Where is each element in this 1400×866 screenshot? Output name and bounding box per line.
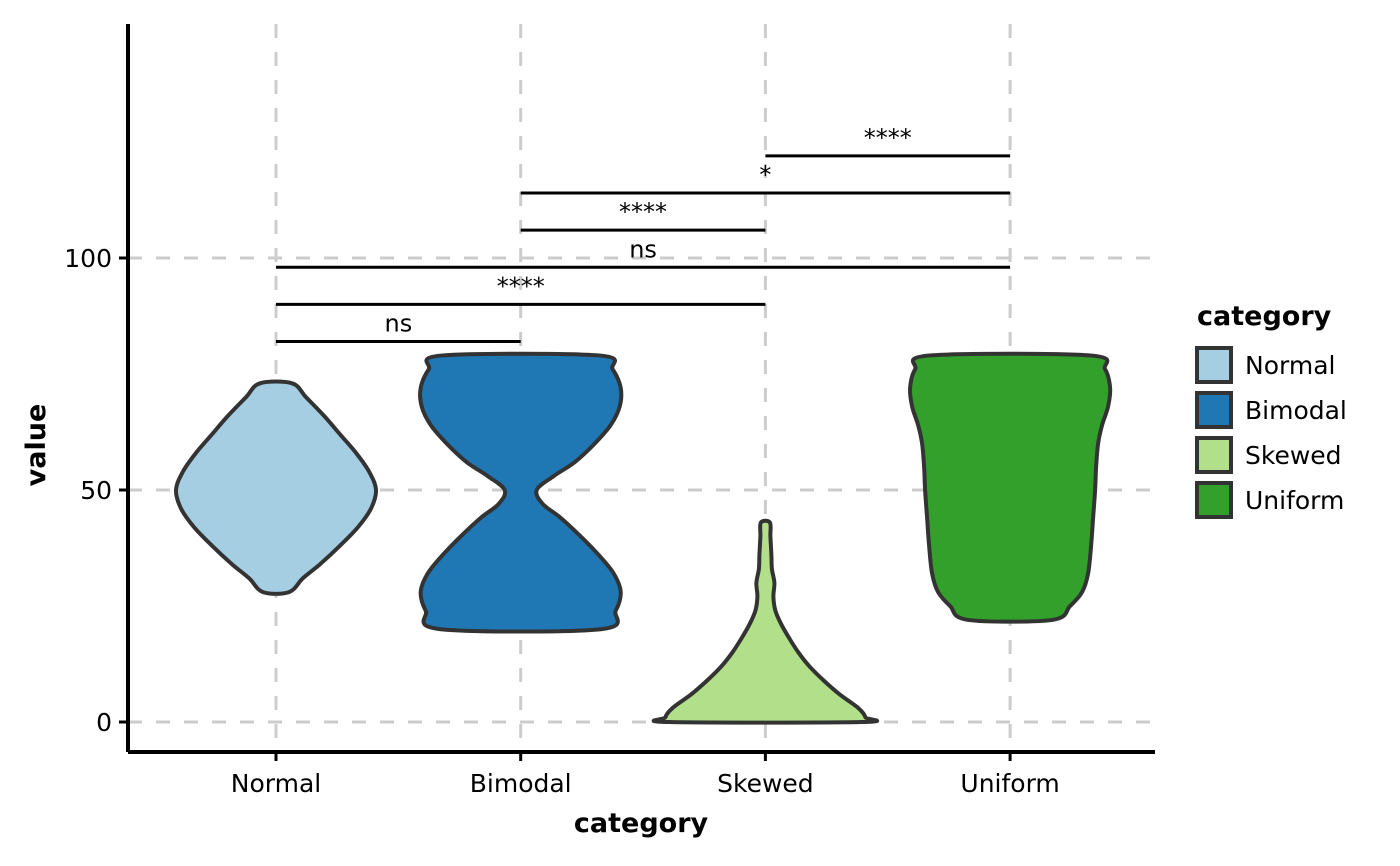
x-tick-label-uniform: Uniform (960, 769, 1059, 798)
axis-spines-group (126, 24, 1155, 754)
x-tick-label-normal: Normal (231, 769, 321, 798)
sig-bracket-label-bimodal-uniform: * (759, 161, 771, 189)
sig-bracket-bimodal-skewed: **** (520, 198, 766, 232)
sig-bracket-normal-skewed: **** (276, 272, 766, 306)
legend-swatch-bimodal[interactable] (1195, 391, 1233, 429)
axis-titles-group: value category (21, 404, 709, 839)
sig-bracket-skewed-uniform: **** (765, 124, 1011, 158)
legend-swatch-skewed[interactable] (1195, 436, 1233, 474)
sig-bracket-label-bimodal-skewed: **** (619, 198, 667, 226)
y-axis-title: value (21, 404, 52, 487)
legend-title: category (1197, 301, 1332, 332)
significance-brackets-group: ns****ns********* (276, 124, 1011, 344)
sig-bracket-bimodal-uniform: * (520, 161, 1011, 195)
x-tick-label-skewed: Skewed (717, 769, 814, 798)
violin-uniform[interactable] (907, 351, 1113, 624)
sig-bracket-label-normal-skewed: **** (497, 272, 545, 300)
legend-swatch-normal[interactable] (1195, 346, 1233, 384)
violins-group (173, 351, 1113, 725)
violin-bimodal[interactable] (418, 351, 624, 634)
violin-normal[interactable] (173, 379, 379, 596)
sig-bracket-normal-bimodal: ns (276, 310, 521, 344)
y-tick-label-100: 100 (64, 244, 112, 273)
legend-label-uniform[interactable]: Uniform (1245, 486, 1344, 515)
legend-label-normal[interactable]: Normal (1245, 351, 1335, 380)
x-axis-title: category (574, 808, 709, 839)
legend-label-bimodal[interactable]: Bimodal (1245, 396, 1347, 425)
violin-skewed[interactable] (651, 518, 880, 725)
axis-ticks-group (119, 256, 1012, 761)
x-tick-label-bimodal: Bimodal (470, 769, 572, 798)
sig-bracket-label-skewed-uniform: **** (864, 124, 912, 152)
sig-bracket-label-normal-uniform: ns (629, 235, 657, 263)
sig-bracket-normal-uniform: ns (276, 235, 1011, 269)
y-tick-label-0: 0 (96, 708, 112, 737)
y-tick-label-50: 50 (80, 476, 112, 505)
sig-bracket-label-normal-bimodal: ns (384, 310, 412, 338)
legend-label-skewed[interactable]: Skewed (1245, 441, 1342, 470)
legend-swatch-uniform[interactable] (1195, 481, 1233, 519)
